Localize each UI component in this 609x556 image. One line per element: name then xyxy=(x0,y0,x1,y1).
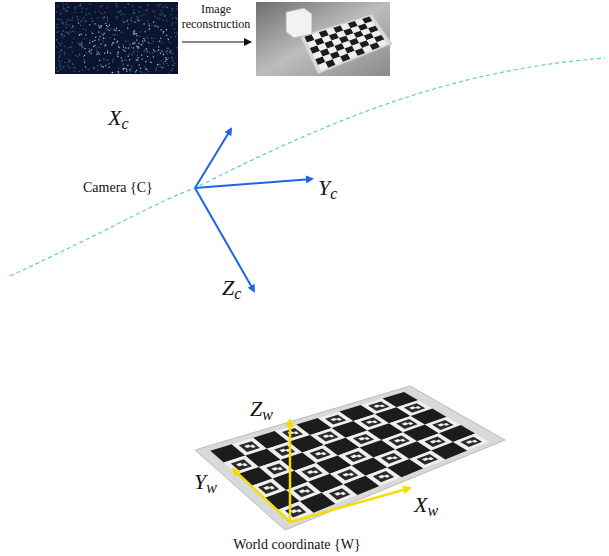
cube xyxy=(286,8,312,38)
trajectory xyxy=(10,58,605,276)
camera-axes xyxy=(195,129,312,291)
caption-text: Image reconstruction xyxy=(177,2,255,32)
event-image xyxy=(55,2,178,74)
axis-label: Zc xyxy=(222,276,241,300)
axis-label: Yw xyxy=(194,470,217,494)
axis-label: Xw xyxy=(414,493,438,517)
reconstructed-image xyxy=(256,2,390,76)
axis-label: Zw xyxy=(250,397,273,421)
reconstructed-board xyxy=(300,14,392,74)
aruco-board xyxy=(195,386,505,530)
event-noise xyxy=(56,3,178,74)
frame-name: World coordinate {W} xyxy=(233,536,360,553)
frame-name: Camera {C} xyxy=(83,179,153,196)
axis-label: Yc xyxy=(318,176,337,200)
axis-label: Xc xyxy=(108,106,129,130)
reconstruction-arrow xyxy=(182,41,251,42)
world-axes xyxy=(233,420,410,522)
